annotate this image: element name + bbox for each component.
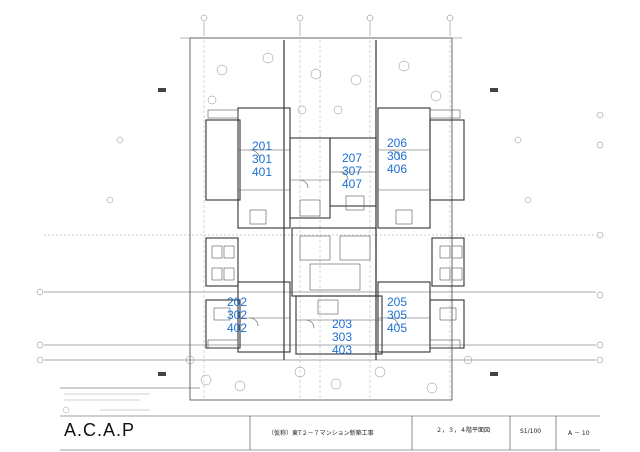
unit-label-group-west-top: 201 301 401 (249, 140, 275, 179)
landscape-trees (106, 52, 532, 394)
unit-number: 403 (331, 343, 353, 357)
unit-number: 401 (251, 165, 273, 179)
unit-number: 205 (386, 295, 408, 309)
unit-number: 407 (341, 177, 363, 191)
company-logo: A.C.A.P (64, 420, 136, 440)
unit-number: 306 (386, 149, 408, 163)
unit-number: 305 (386, 308, 408, 322)
unit-number: 206 (386, 136, 408, 150)
unit-number: 202 (226, 295, 248, 309)
site-boundary (189, 37, 453, 401)
unit-label-group-center-bottom: 203 303 403 (329, 318, 355, 357)
unit-number: 201 (251, 139, 273, 153)
unit-label-group-west-bottom: 202 302 402 (224, 296, 250, 335)
unit-number: 303 (331, 330, 353, 344)
unit-label-group-east-bottom: 205 305 405 (384, 296, 410, 335)
unit-number: 307 (341, 164, 363, 178)
unit-number: 406 (386, 162, 408, 176)
unit-number: 402 (226, 321, 248, 335)
sheet-scale: S1/100 (520, 428, 542, 435)
grid-marks (36, 14, 604, 364)
unit-label-group-center-top: 207 307 407 (339, 152, 365, 191)
sheet-number: A － 10 (568, 430, 590, 437)
drawing-title: ２，３，４階平面図 (436, 427, 491, 434)
project-title: （仮称）東T２－７マンション新築工事 (268, 430, 374, 437)
unit-number: 207 (341, 151, 363, 165)
unit-number: 301 (251, 152, 273, 166)
unit-label-group-east-top: 206 306 406 (384, 137, 410, 176)
unit-number: 405 (386, 321, 408, 335)
unit-number: 203 (331, 317, 353, 331)
title-block (60, 387, 600, 451)
unit-number: 302 (226, 308, 248, 322)
